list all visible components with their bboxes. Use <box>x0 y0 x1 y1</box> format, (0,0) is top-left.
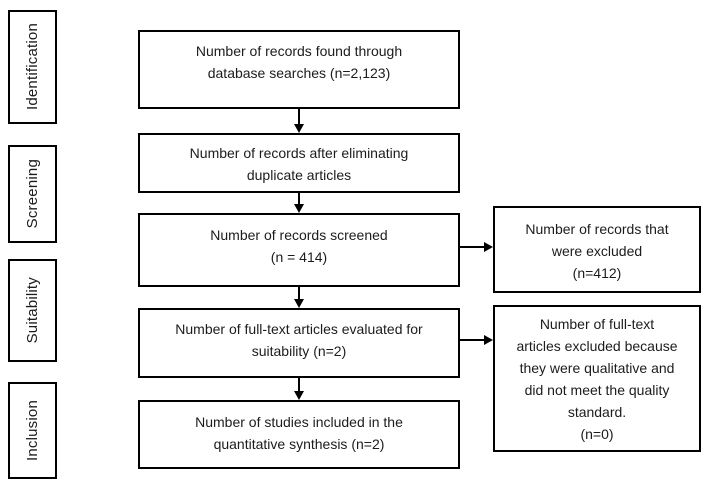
flow-box-after-duplicates: Number of records after eliminating dupl… <box>138 133 460 193</box>
arrow-line <box>460 246 485 248</box>
arrow-line <box>298 287 300 300</box>
arrow-head <box>294 299 304 308</box>
flow-box-fulltext-evaluated: Number of full-text articles evaluated f… <box>138 308 460 378</box>
arrow-line <box>298 193 300 205</box>
stage-box-suitability: Suitability <box>8 259 57 362</box>
stage-label-identification: Identification <box>24 23 41 111</box>
stage-label-inclusion: Inclusion <box>24 399 41 461</box>
arrow-head <box>294 204 304 213</box>
arrow-head <box>294 124 304 133</box>
flow-box-records-found: Number of records found through database… <box>138 30 460 109</box>
arrow-line <box>460 339 485 341</box>
stage-box-identification: Identification <box>8 10 57 124</box>
stage-box-screening: Screening <box>8 145 57 243</box>
stage-label-screening: Screening <box>24 159 41 229</box>
arrow-head <box>294 391 304 400</box>
arrow-head <box>484 335 493 345</box>
stage-box-inclusion: Inclusion <box>8 382 57 479</box>
stage-label-suitability: Suitability <box>24 277 41 344</box>
exclusion-box-fulltext-excluded: Number of full-text articles excluded be… <box>493 305 701 452</box>
arrow-line <box>298 378 300 392</box>
arrow-head <box>484 242 493 252</box>
exclusion-box-records-excluded: Number of records that were excluded (n=… <box>493 206 701 293</box>
flow-box-studies-included: Number of studies included in the quanti… <box>138 400 460 469</box>
flow-box-records-screened: Number of records screened (n = 414) <box>138 213 460 287</box>
arrow-line <box>298 109 300 125</box>
